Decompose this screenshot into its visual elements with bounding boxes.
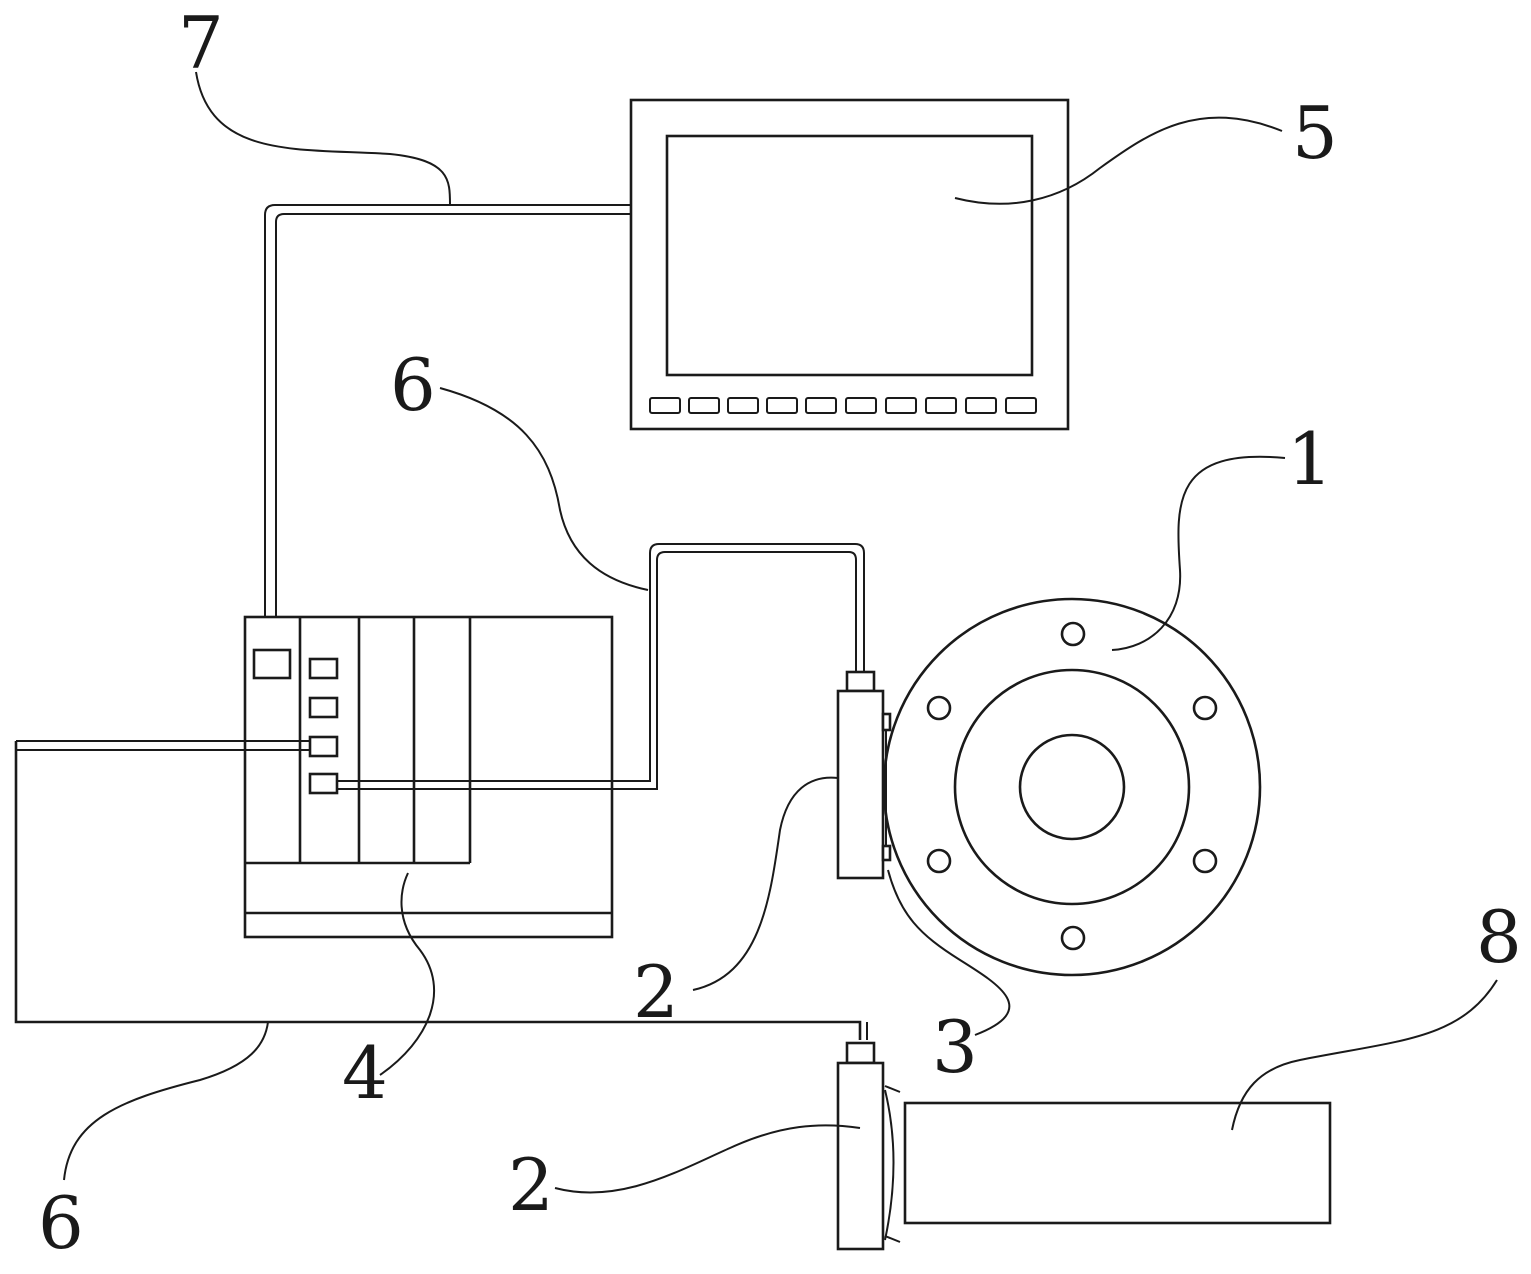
label-workpiece: 8 xyxy=(1476,895,1522,979)
display-screen xyxy=(665,134,1034,377)
leader-6-upper xyxy=(439,387,649,591)
display-button xyxy=(727,397,759,414)
bolt-hole xyxy=(1060,621,1086,647)
controller xyxy=(243,615,614,939)
sensor-lower-body xyxy=(836,1061,885,1251)
display-button xyxy=(845,397,877,414)
label-flange: 1 xyxy=(1287,417,1333,501)
sensor-upper-body xyxy=(836,689,885,880)
leader-8 xyxy=(1231,979,1498,1131)
bracket-tab xyxy=(881,844,892,862)
sensor-lower xyxy=(836,1041,901,1251)
cable-lower xyxy=(14,740,868,1040)
leader-6-lower xyxy=(63,1021,269,1181)
sensor-upper-connector xyxy=(845,670,876,693)
bolt-hole xyxy=(1192,695,1218,721)
leader-2-upper xyxy=(692,776,839,991)
bolt-hole xyxy=(926,695,952,721)
label-cable-lower: 6 xyxy=(38,1181,84,1265)
display-button xyxy=(649,397,681,414)
leader-1 xyxy=(1111,455,1286,651)
display-button xyxy=(925,397,957,414)
label-controller: 4 xyxy=(342,1031,388,1115)
display-button xyxy=(766,397,798,414)
flange-bore xyxy=(1018,733,1126,841)
leader-2-lower xyxy=(554,1124,861,1194)
display-button xyxy=(688,397,720,414)
leader-lines xyxy=(63,71,1498,1194)
bolt-hole xyxy=(926,848,952,874)
reference-numerals: 7 5 6 1 2 3 4 8 6 2 xyxy=(38,1,1522,1265)
controller-port-display xyxy=(252,648,292,680)
display-button xyxy=(805,397,837,414)
bracket-tab xyxy=(881,712,892,732)
flange-outer-ring xyxy=(882,597,1262,977)
bolt-hole xyxy=(1060,925,1086,951)
flange xyxy=(882,597,1262,977)
cable-upper xyxy=(337,543,865,790)
controller-port xyxy=(308,772,339,795)
display-unit xyxy=(629,98,1070,431)
label-display-cable: 7 xyxy=(178,1,224,85)
display-cable xyxy=(264,204,631,650)
controller-port xyxy=(308,696,339,719)
label-sensor-upper: 2 xyxy=(633,950,679,1034)
label-display: 5 xyxy=(1292,91,1338,175)
controller-port xyxy=(308,657,339,680)
leader-4 xyxy=(379,872,436,1076)
flange-middle-ring xyxy=(953,668,1191,906)
display-button xyxy=(885,397,917,414)
bolt-hole xyxy=(1192,848,1218,874)
label-cable-upper: 6 xyxy=(390,343,436,427)
controller-port xyxy=(308,735,339,758)
sensor-upper xyxy=(836,670,892,880)
sensor-lower-connector xyxy=(845,1041,876,1065)
label-sensor-lower: 2 xyxy=(508,1143,554,1227)
display-button xyxy=(965,397,997,414)
leader-3 xyxy=(887,869,1011,1036)
leader-5 xyxy=(954,116,1283,205)
controller-housing xyxy=(243,615,614,939)
leader-7 xyxy=(195,71,451,206)
display-button xyxy=(1005,397,1037,414)
workpiece xyxy=(903,1101,1332,1225)
label-bracket: 3 xyxy=(932,1005,978,1089)
display-buttons xyxy=(649,397,1037,414)
